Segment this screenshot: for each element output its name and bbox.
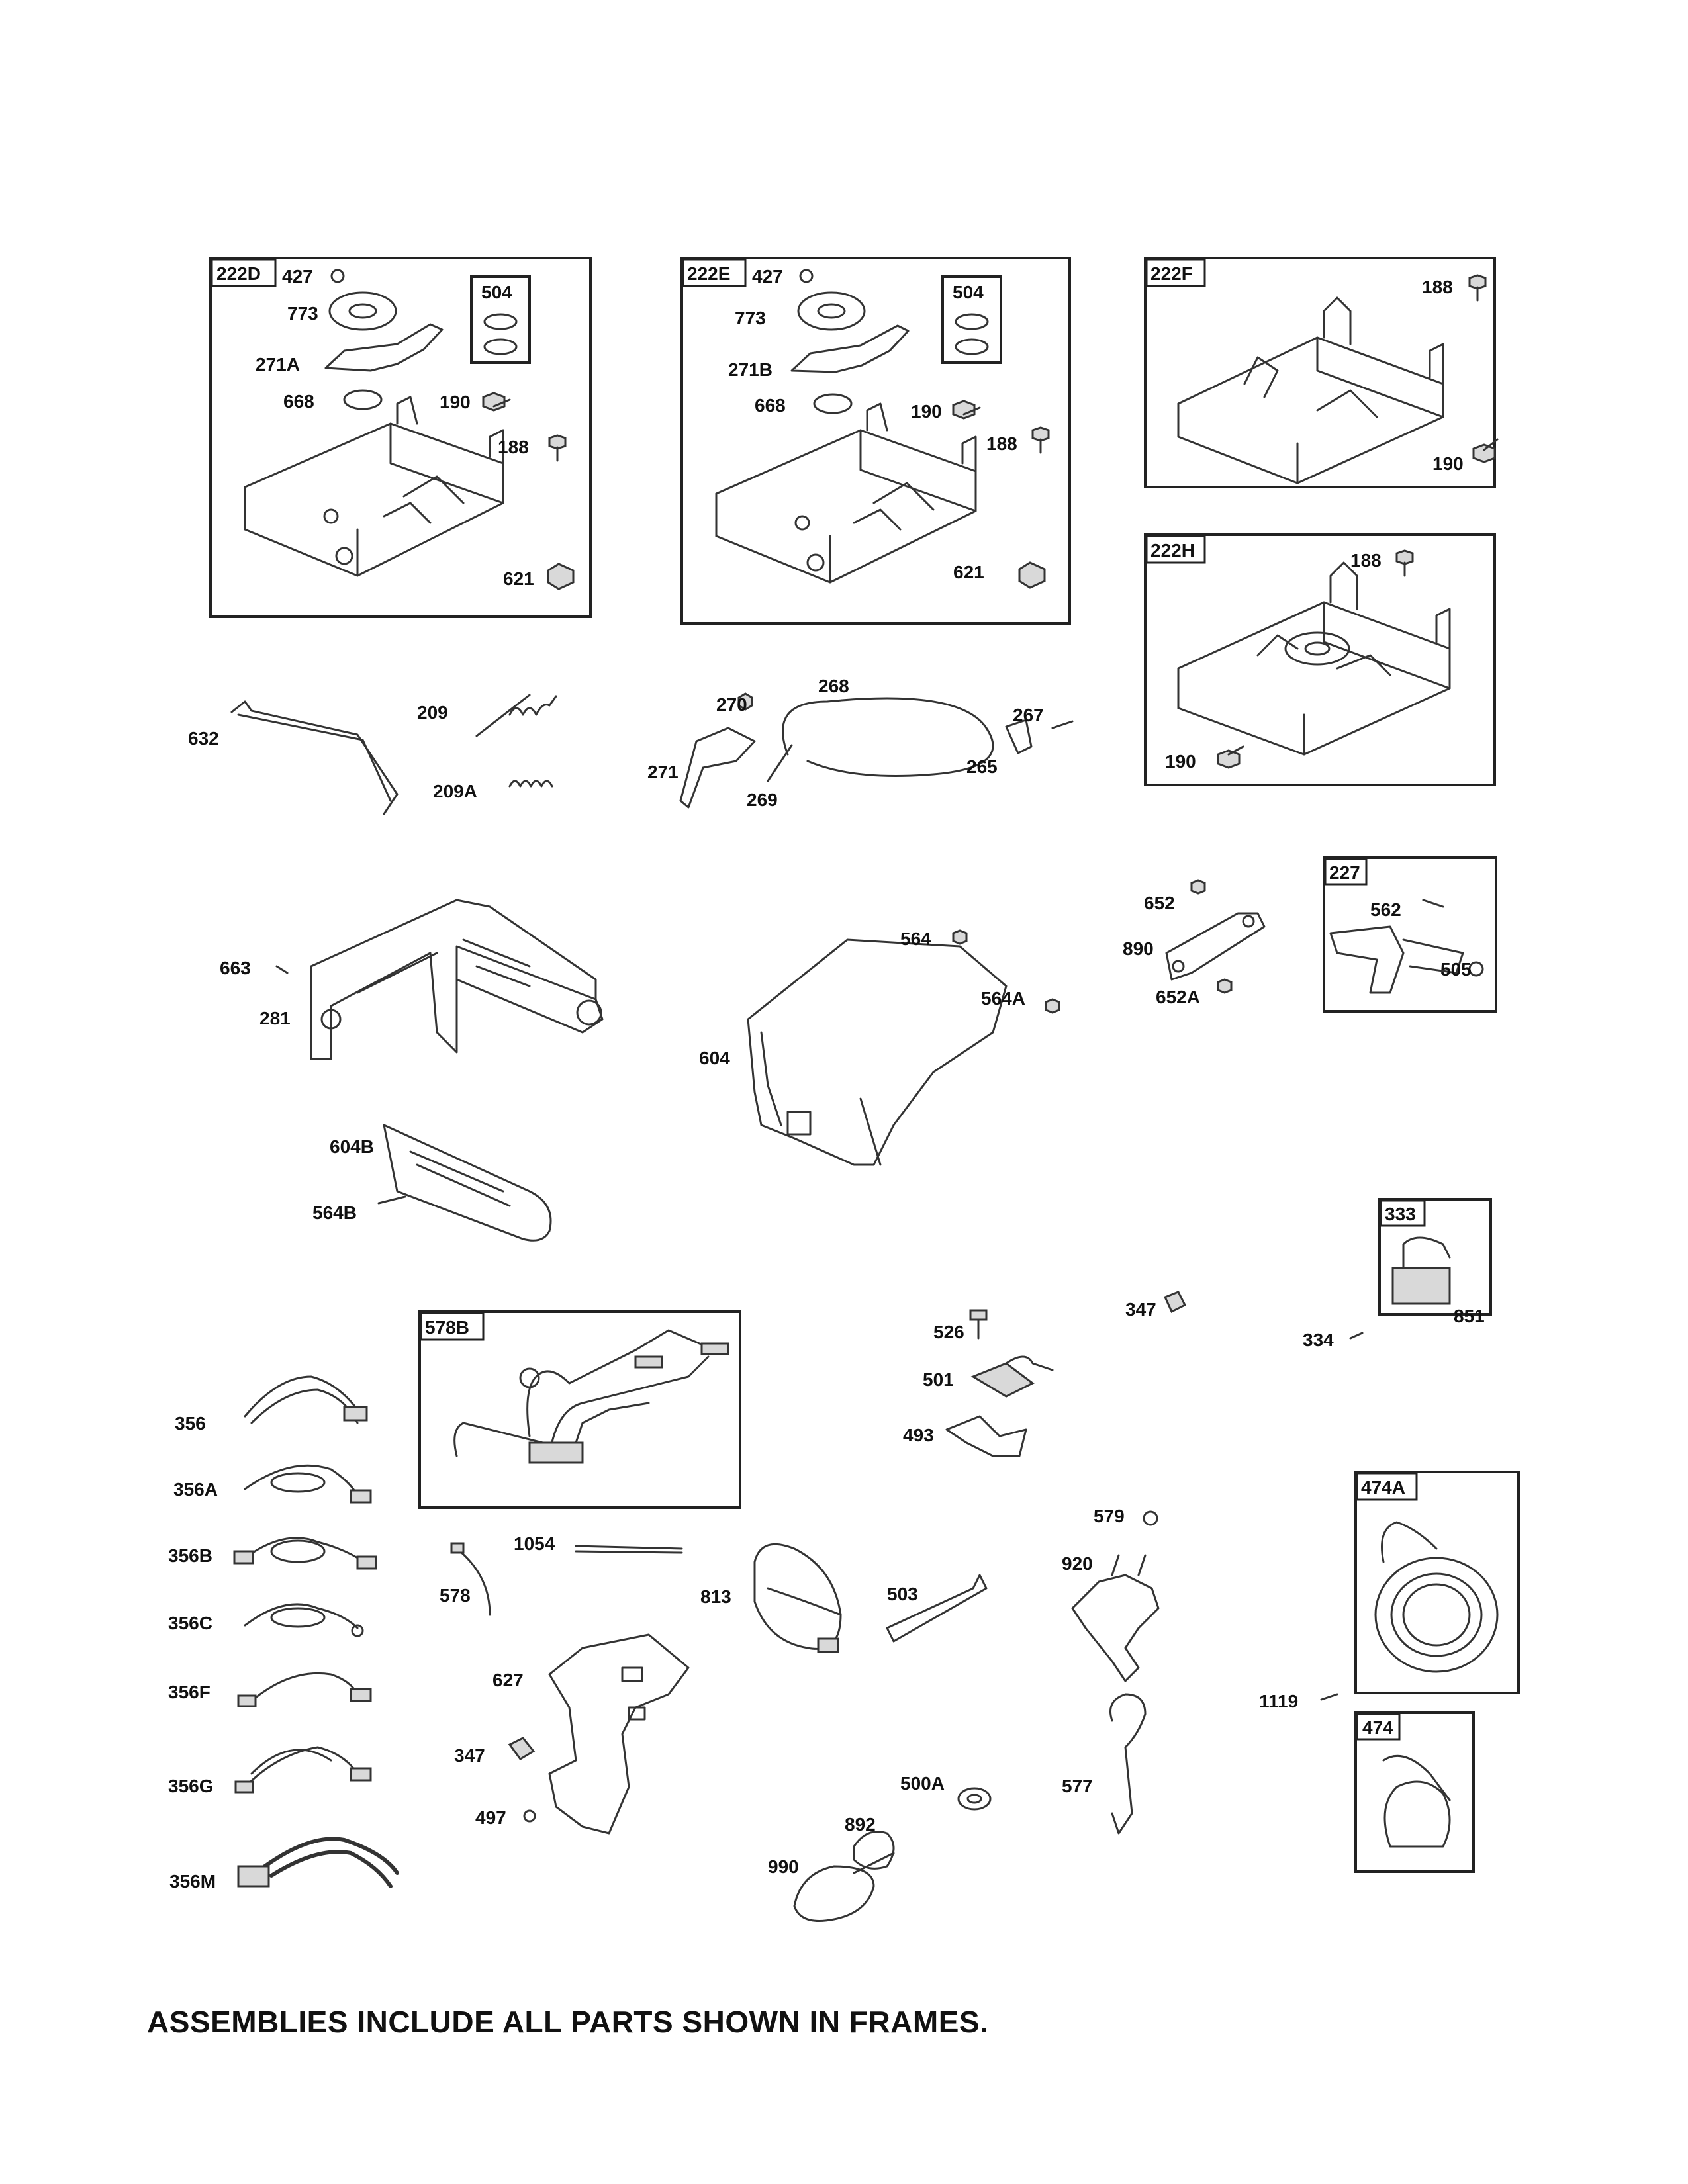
frame-label-474: 474 [1362, 1717, 1393, 1738]
part-label: 577 [1062, 1776, 1093, 1796]
part-label: 356B [168, 1545, 212, 1566]
part-label: 497 [475, 1807, 506, 1828]
part-label: 334 [1303, 1330, 1334, 1350]
part-label: 990 [768, 1856, 799, 1877]
part-label: 209A [433, 781, 477, 801]
part-label: 604B [330, 1136, 374, 1157]
module-parts: 333 851 334 347 526 501 493 [903, 1198, 1492, 1457]
part-label: 267 [1013, 705, 1044, 725]
part-label: 564 [900, 929, 931, 949]
part-label: 621 [503, 569, 534, 589]
frame-label-222F: 222F [1150, 263, 1193, 284]
part-label: 663 [220, 958, 251, 978]
bracket-cover-parts: 663 281 564 564A 604 604B 564B [220, 899, 1060, 1242]
part-label: 356M [169, 1871, 216, 1891]
part-label: 271 [647, 762, 679, 782]
frame-label-227: 227 [1329, 862, 1360, 883]
lower-middle-parts: 1054 578 813 503 627 347 497 [440, 1533, 988, 1835]
part-label: 271B [728, 359, 773, 380]
part-label: 652A [1156, 987, 1200, 1007]
part-label: 668 [283, 391, 314, 412]
part-label: 564A [981, 988, 1025, 1009]
part-label: 271A [256, 354, 300, 375]
part-label: 578 [440, 1585, 471, 1606]
frame-label-504-b: 504 [953, 282, 984, 302]
part-label: 773 [287, 303, 318, 324]
frame-label-474A: 474A [1361, 1477, 1405, 1498]
part-label: 427 [282, 266, 313, 287]
part-label: 652 [1144, 893, 1175, 913]
part-label: 190 [440, 392, 471, 412]
part-label: 209 [417, 702, 448, 723]
part-label: 564B [312, 1203, 357, 1223]
part-label: 347 [454, 1745, 485, 1766]
part-label: 268 [818, 676, 849, 696]
part-label: 356C [168, 1613, 212, 1633]
part-label: 503 [887, 1584, 918, 1604]
part-label: 668 [755, 395, 786, 416]
part-label: 427 [752, 266, 783, 287]
part-label: 813 [700, 1586, 731, 1607]
part-label: 493 [903, 1425, 934, 1445]
frame-label-222E: 222E [687, 263, 730, 284]
part-label: 627 [492, 1670, 524, 1690]
part-label: 188 [986, 433, 1017, 454]
part-label: 579 [1094, 1506, 1125, 1526]
frame-label-578B: 578B [425, 1317, 469, 1338]
part-label: 505 [1440, 959, 1472, 979]
frame-578B: 578B [418, 1310, 741, 1509]
linkage-parts: 632 209 209A 270 268 267 271 269 265 [188, 676, 1074, 815]
part-label: 190 [1432, 453, 1464, 474]
assemblies-note: ASSEMBLIES INCLUDE ALL PARTS SHOWN IN FR… [147, 2005, 989, 2039]
part-label: 356G [168, 1776, 214, 1796]
frame-222E: 222E 504 427 773 271B 668 190 188 621 [680, 257, 1071, 625]
part-label: 188 [1350, 550, 1382, 570]
part-label: 501 [923, 1369, 954, 1390]
part-label: 773 [735, 308, 766, 328]
part-label: 190 [1165, 751, 1196, 772]
throttle-parts: 652 890 652A 227 562 505 [1123, 856, 1497, 1013]
frame-222F: 222F 188 190 [1144, 257, 1499, 488]
part-label: 632 [188, 728, 219, 749]
frame-label-504-a: 504 [481, 282, 512, 302]
part-label: 920 [1062, 1553, 1093, 1574]
frame-222H: 222H 188 190 [1144, 533, 1496, 786]
part-label: 500A [900, 1773, 945, 1794]
frame-label-333: 333 [1385, 1204, 1416, 1224]
part-label: 281 [259, 1008, 291, 1028]
part-label: 188 [498, 437, 529, 457]
wire-harnesses: 356 356A 356B 356C 356F 356G 356M [168, 1375, 399, 1891]
part-label: 269 [747, 790, 778, 810]
part-label: 562 [1370, 899, 1401, 920]
part-label: 890 [1123, 938, 1154, 959]
part-label: 526 [933, 1322, 964, 1342]
part-label: 270 [716, 694, 747, 715]
part-label: 356F [168, 1682, 211, 1702]
part-label: 621 [953, 562, 984, 582]
part-label: 188 [1422, 277, 1453, 297]
part-label: 356A [173, 1479, 218, 1500]
lower-right-parts: 579 920 577 500A 892 990 474A 474 1119 [768, 1471, 1520, 1922]
part-label: 356 [175, 1413, 206, 1433]
part-label: 604 [699, 1048, 730, 1068]
frame-222D: 222D 504 427 773 271A 668 190 188 621 [209, 257, 592, 618]
part-label: 1119 [1259, 1691, 1298, 1711]
frame-label-222D: 222D [216, 263, 261, 284]
part-label: 347 [1125, 1299, 1156, 1320]
frame-label-222H: 222H [1150, 540, 1195, 561]
part-label: 190 [911, 401, 942, 422]
part-label: 892 [845, 1814, 876, 1835]
part-label: 851 [1454, 1306, 1485, 1326]
part-label: 1054 [514, 1533, 555, 1554]
part-label: 265 [966, 756, 998, 777]
